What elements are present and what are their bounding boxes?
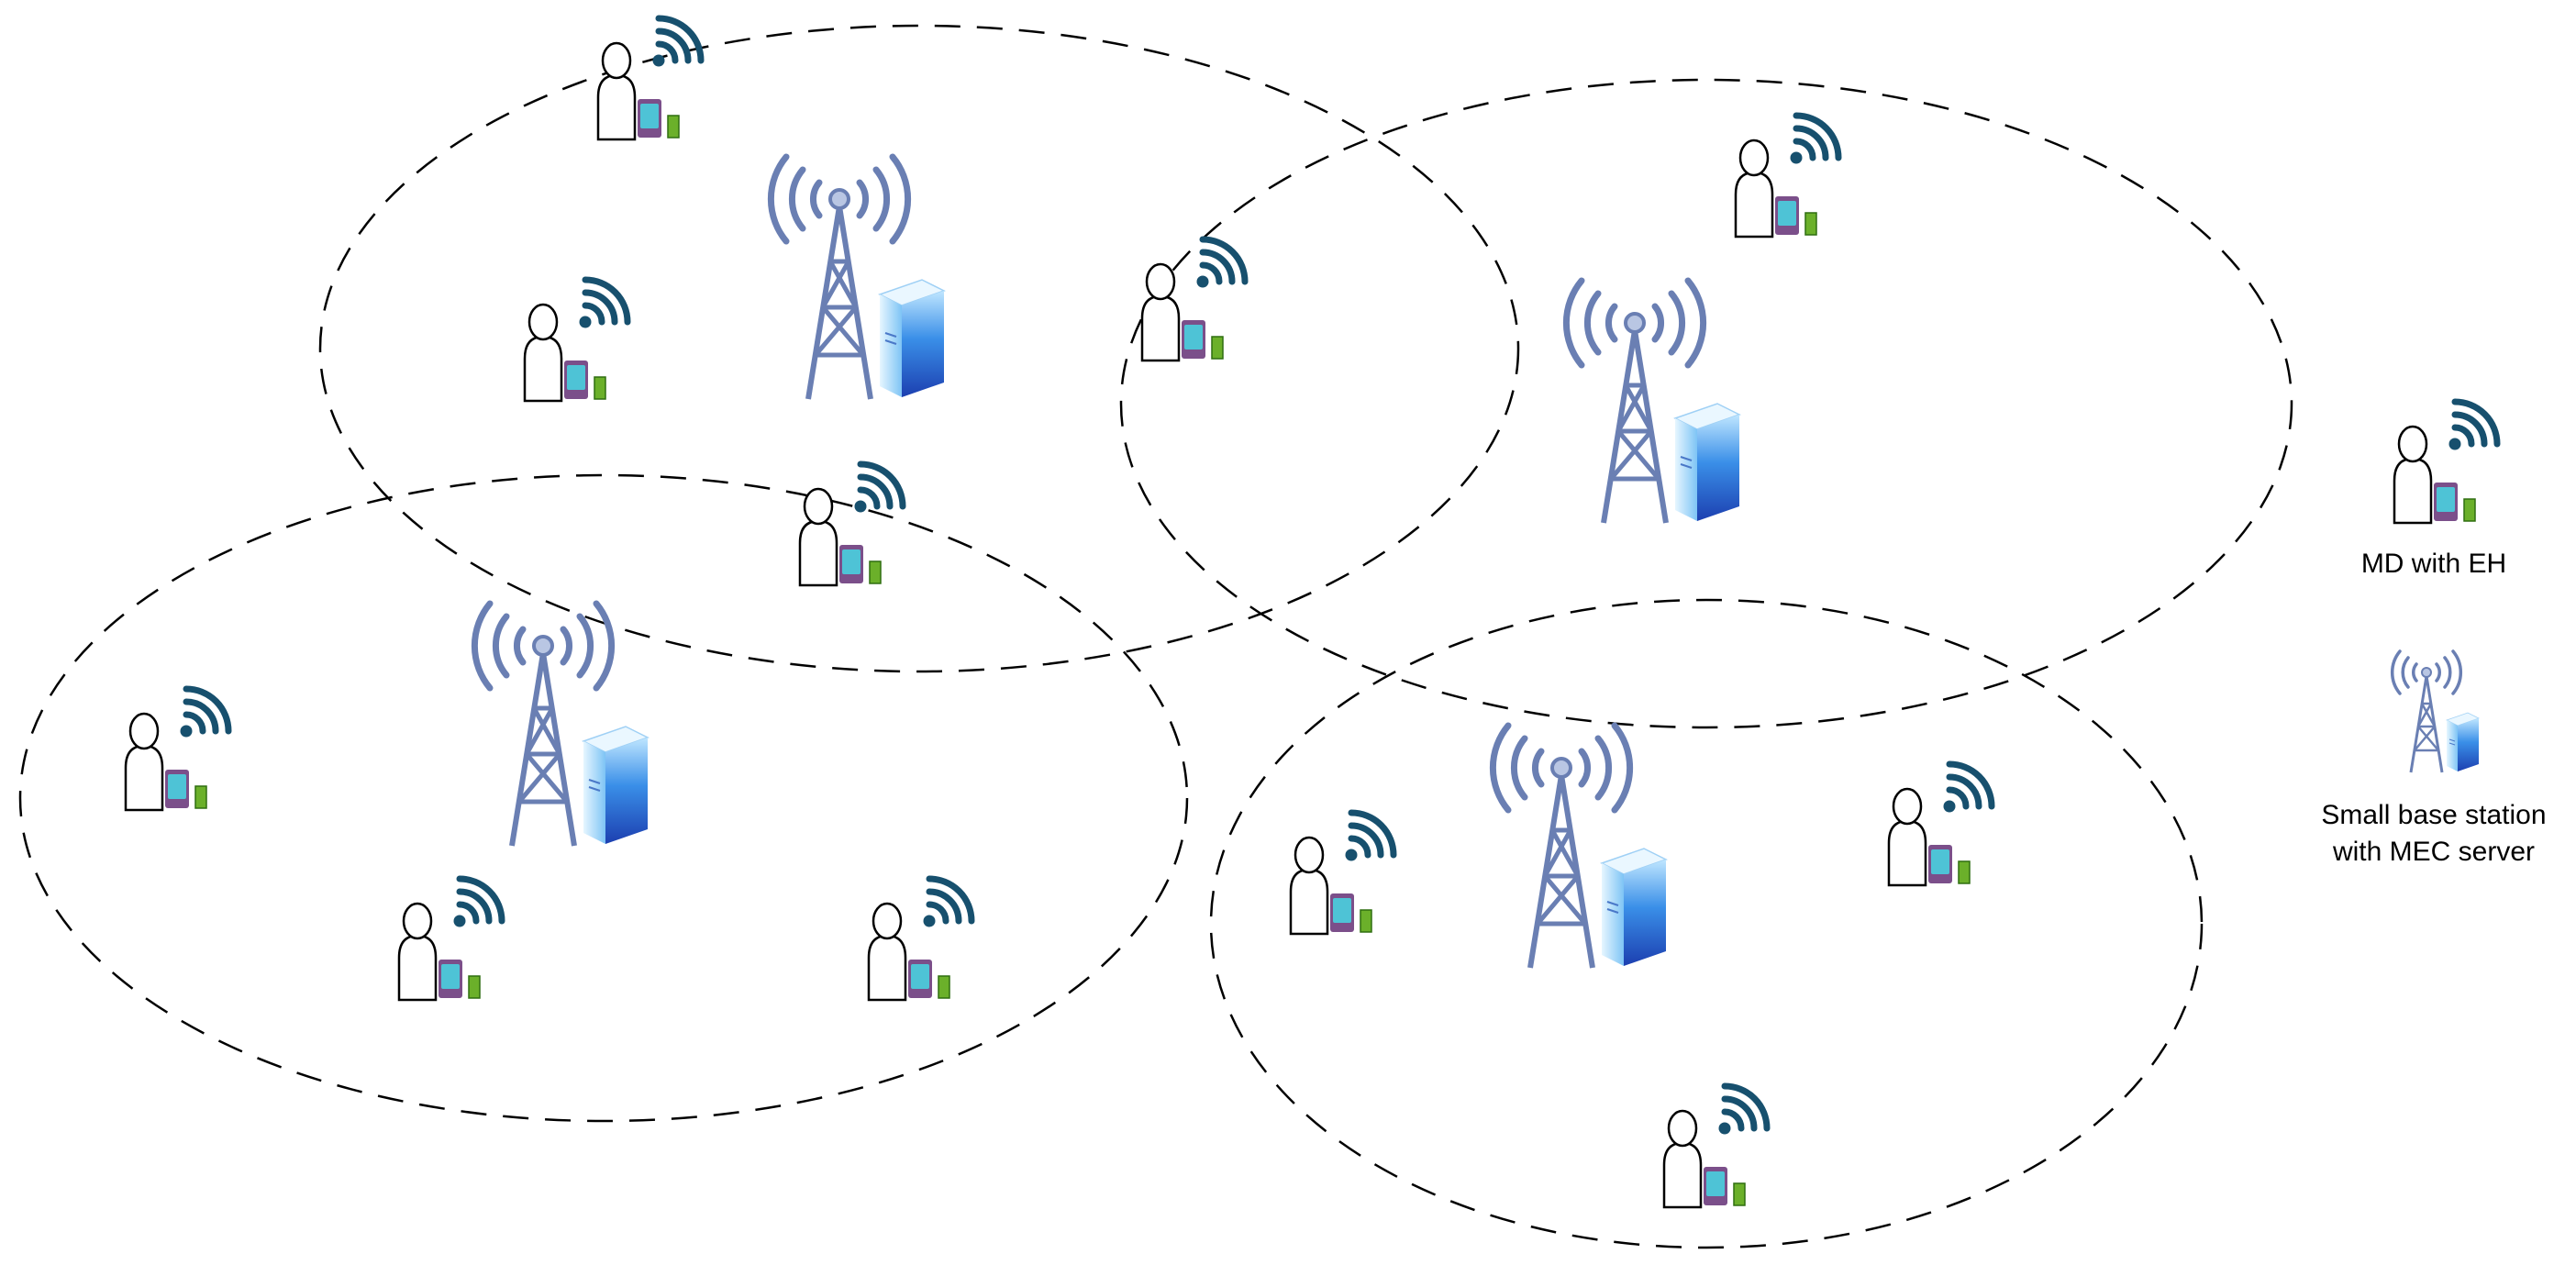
legend-md-label: MD with EH xyxy=(2360,549,2507,579)
md-icon xyxy=(1664,1086,1767,1207)
base-station-icon xyxy=(1566,281,1739,523)
md-icon xyxy=(1736,116,1838,237)
legend-icons xyxy=(2390,402,2497,774)
coverage-area xyxy=(1119,78,2293,729)
coverage-area xyxy=(318,24,1520,673)
base-station-icon xyxy=(771,157,944,399)
md-icon xyxy=(399,879,502,1000)
base-stations xyxy=(474,157,1739,968)
base-station-icon xyxy=(1493,726,1666,968)
coverage-area xyxy=(1209,598,2204,1249)
md-icon xyxy=(525,280,627,401)
coverage-areas xyxy=(18,24,2293,1249)
md-icon xyxy=(1291,813,1393,934)
md-icon xyxy=(1142,239,1245,361)
md-icon xyxy=(869,879,972,1000)
legend-base-station-icon xyxy=(2390,649,2481,774)
coverage-area xyxy=(18,473,1189,1123)
base-station-icon xyxy=(474,604,648,846)
legend-base-station-label-line2: with MEC server xyxy=(2332,837,2536,867)
mobile-devices xyxy=(126,18,1992,1207)
md-icon xyxy=(1889,764,1992,885)
md-icon xyxy=(598,18,701,139)
md-icon xyxy=(800,464,903,585)
legend-base-station-label-line1: Small base station xyxy=(2321,800,2547,830)
md-icon xyxy=(126,689,228,810)
legend-md-icon xyxy=(2394,402,2497,523)
